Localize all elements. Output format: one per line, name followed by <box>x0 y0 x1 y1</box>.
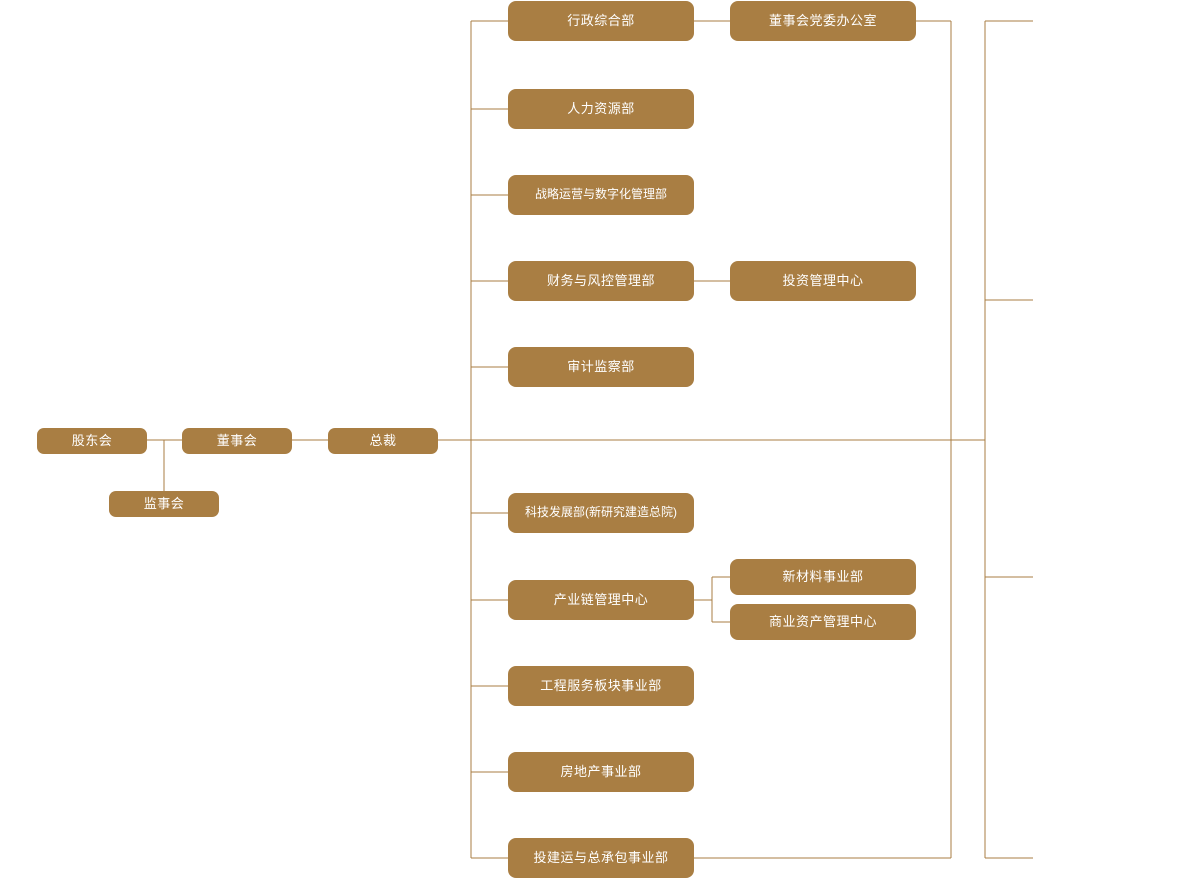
node-label: 董事会 <box>216 432 258 448</box>
node-label: 财务与风控管理部 <box>546 272 655 288</box>
node-label: 审计监察部 <box>567 358 635 374</box>
node-label: 战略运营与数字化管理部 <box>534 187 667 202</box>
node-label: 科技发展部(新研究建造总院) <box>525 505 677 520</box>
node-department-strategy-digital[interactable]: 战略运营与数字化管理部 <box>508 175 694 215</box>
node-shareholders[interactable]: 股东会 <box>37 428 147 454</box>
node-department-engineering-services[interactable]: 工程服务板块事业部 <box>508 666 694 706</box>
node-label: 股东会 <box>71 432 113 448</box>
node-label: 投资管理中心 <box>782 272 864 288</box>
node-department-administration[interactable]: 行政综合部 <box>508 1 694 41</box>
node-department-supply-chain-center[interactable]: 产业链管理中心 <box>508 580 694 620</box>
node-department-real-estate[interactable]: 房地产事业部 <box>508 752 694 792</box>
node-department-finance-risk[interactable]: 财务与风控管理部 <box>508 261 694 301</box>
node-label: 人力资源部 <box>567 100 635 116</box>
node-subunit-new-materials[interactable]: 新材料事业部 <box>730 559 916 595</box>
node-label: 新材料事业部 <box>782 568 864 584</box>
node-department-audit-supervision[interactable]: 审计监察部 <box>508 347 694 387</box>
node-department-invest-build-epc[interactable]: 投建运与总承包事业部 <box>508 838 694 878</box>
node-label: 房地产事业部 <box>560 763 642 779</box>
node-department-human-resources[interactable]: 人力资源部 <box>508 89 694 129</box>
node-subunit-investment-center[interactable]: 投资管理中心 <box>730 261 916 301</box>
node-subunit-board-party-office[interactable]: 董事会党委办公室 <box>730 1 916 41</box>
node-label: 产业链管理中心 <box>553 591 649 607</box>
node-label: 商业资产管理中心 <box>768 613 877 629</box>
node-label: 监事会 <box>143 495 185 511</box>
node-label: 总裁 <box>369 432 397 448</box>
node-subunit-commercial-assets[interactable]: 商业资产管理中心 <box>730 604 916 640</box>
node-president[interactable]: 总裁 <box>328 428 438 454</box>
node-label: 工程服务板块事业部 <box>540 677 662 693</box>
node-supervisors[interactable]: 监事会 <box>109 491 219 517</box>
node-label: 董事会党委办公室 <box>768 12 877 28</box>
node-department-technology-development[interactable]: 科技发展部(新研究建造总院) <box>508 493 694 533</box>
node-label: 行政综合部 <box>567 12 635 28</box>
node-label: 投建运与总承包事业部 <box>533 849 669 865</box>
node-board[interactable]: 董事会 <box>182 428 292 454</box>
